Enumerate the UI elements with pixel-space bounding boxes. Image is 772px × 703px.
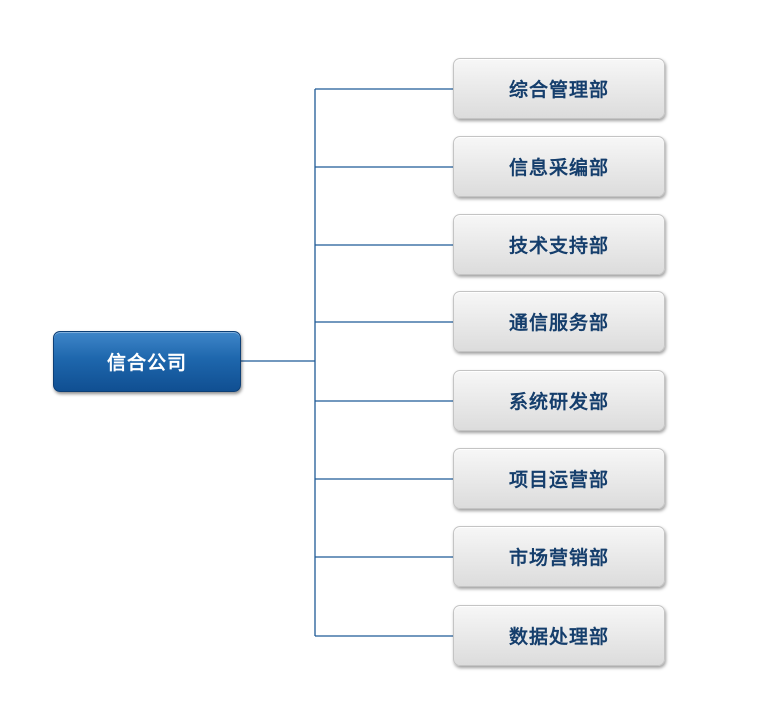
dept-node-project-operations: 项目运营部	[453, 448, 665, 509]
dept-node-communication-services: 通信服务部	[453, 291, 665, 352]
dept-node-label: 通信服务部	[508, 312, 609, 334]
dept-node-label: 系统研发部	[508, 391, 609, 413]
dept-node-label: 数据处理部	[508, 626, 609, 648]
dept-node-label: 项目运营部	[508, 469, 609, 491]
dept-node-label: 综合管理部	[508, 79, 609, 101]
dept-node-label: 市场营销部	[508, 547, 609, 569]
dept-node-data-processing: 数据处理部	[453, 605, 665, 666]
dept-node-label: 信息采编部	[508, 157, 609, 179]
dept-node-system-development: 系统研发部	[453, 370, 665, 431]
dept-node-general-management: 综合管理部	[453, 58, 665, 119]
dept-node-technical-support: 技术支持部	[453, 214, 665, 275]
dept-node-information-editing: 信息采编部	[453, 136, 665, 197]
dept-node-marketing: 市场营销部	[453, 526, 665, 587]
root-node-label: 信合公司	[106, 352, 187, 374]
dept-node-label: 技术支持部	[508, 235, 609, 257]
root-node-company: 信合公司	[53, 331, 241, 392]
